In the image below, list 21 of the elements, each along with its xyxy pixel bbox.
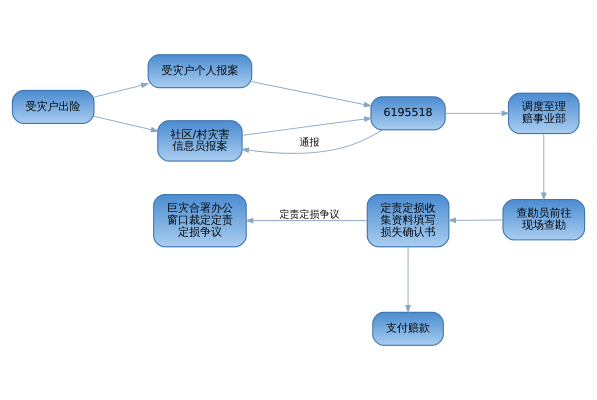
arrow [251, 81, 372, 108]
node-box: 受灾户出险 [12, 90, 95, 124]
arrow [94, 82, 150, 98]
arrow [242, 116, 372, 136]
arrow [444, 110, 510, 116]
node-box: 支付赔款 [372, 312, 444, 346]
node-box: 调度至理赔事业部 [508, 92, 580, 134]
node-box: 巨灾合署办公窗口裁定定责定损争议 [153, 194, 247, 248]
arrow [448, 217, 504, 224]
edge-label: 通报 [300, 137, 320, 148]
arrow [94, 116, 159, 132]
arrow [405, 246, 411, 314]
arrow [245, 218, 368, 224]
node-box: 受灾户个人报案 [148, 54, 252, 88]
arrow [240, 130, 383, 154]
node-box: 定责定损收集资料填写损失确认书 [366, 194, 450, 248]
node-box: 6195518 [370, 96, 446, 130]
edge-label: 定责定损争议 [280, 210, 340, 221]
node-box: 查勘员前往现场查勘 [502, 198, 586, 240]
node-box: 社区/村灾害信息员报案 [157, 120, 243, 162]
arrow [540, 133, 547, 201]
